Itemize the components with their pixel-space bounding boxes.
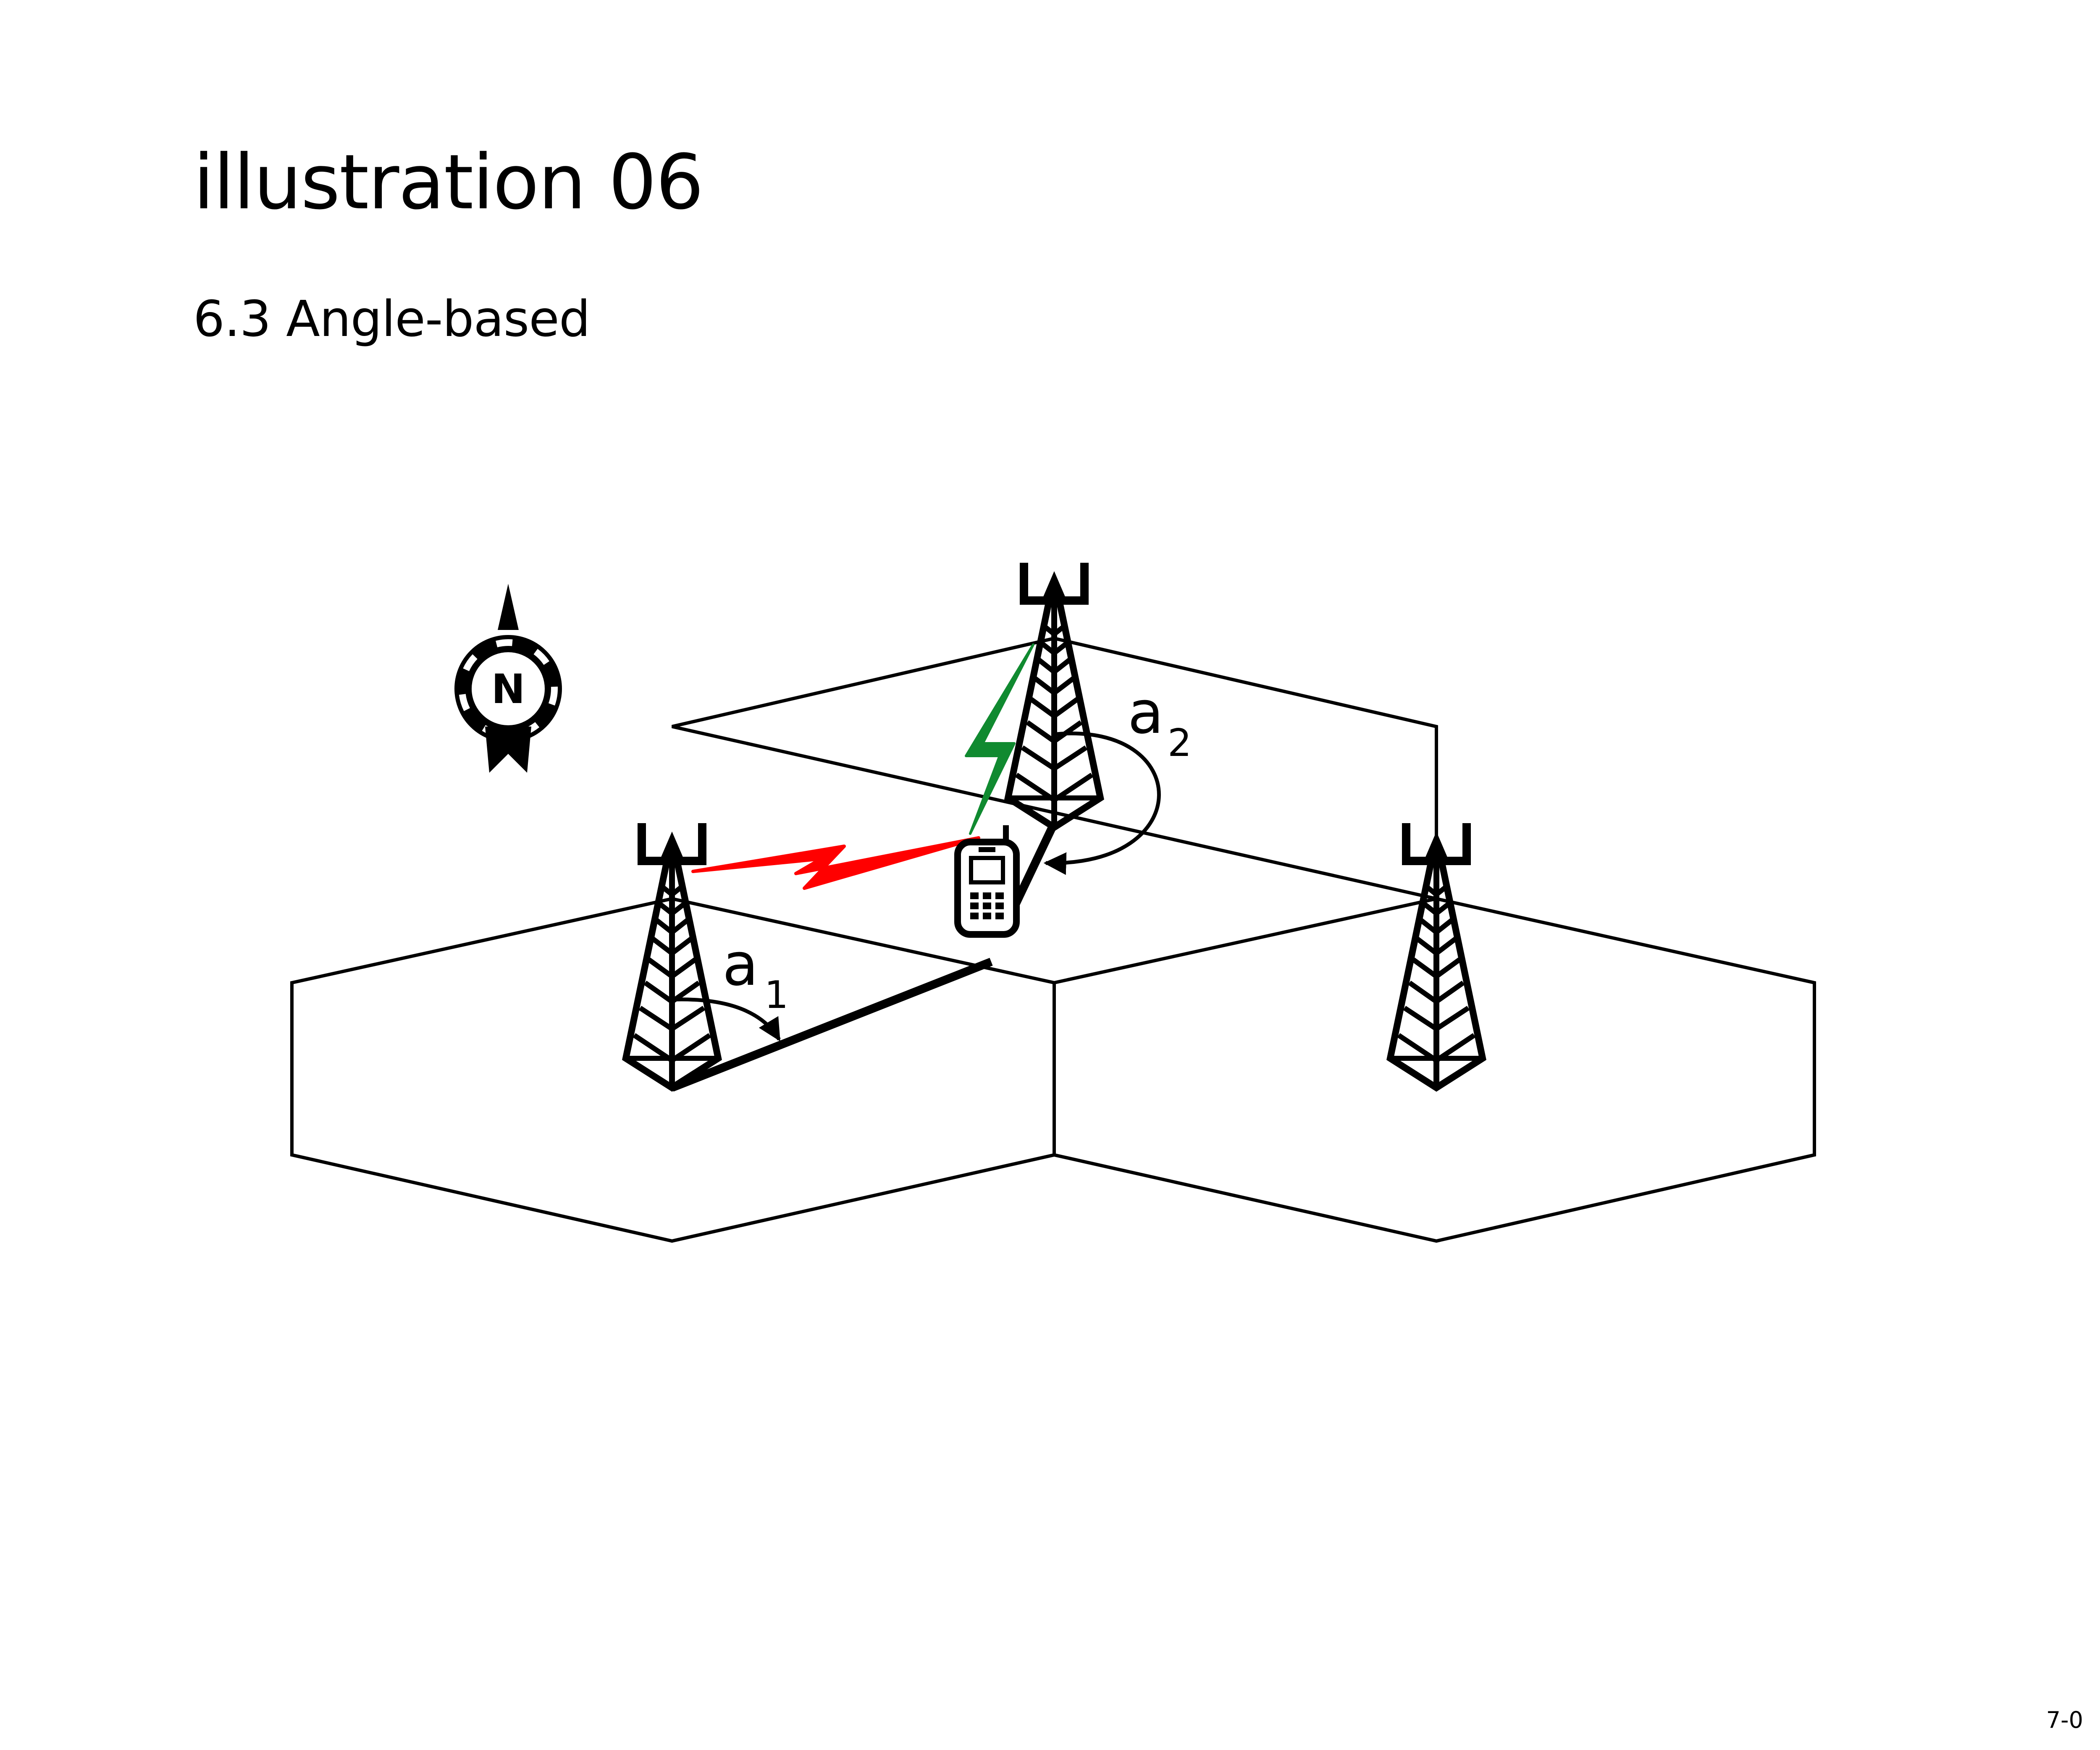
mobile-phone-icon bbox=[954, 825, 1020, 938]
page-title: illustration 06 bbox=[193, 139, 704, 226]
north-compass-icon: N bbox=[454, 584, 562, 773]
angle-label-a2: a bbox=[1128, 679, 1164, 747]
angle-label-a1: a bbox=[722, 931, 759, 999]
red-signal-bolt bbox=[691, 836, 980, 890]
bearing-line-1 bbox=[670, 958, 993, 1092]
cell-tower-icon bbox=[1390, 823, 1483, 1088]
page-number: 7-0 bbox=[2046, 1707, 2083, 1733]
angle-subscript-1: 1 bbox=[764, 973, 788, 1017]
cell-tower-icon bbox=[626, 823, 718, 1088]
cell-tower-icon bbox=[1008, 563, 1100, 827]
angle-arc-2 bbox=[1043, 731, 1161, 875]
page-subtitle: 6.3 Angle-based bbox=[193, 290, 591, 348]
top-hexagon-cell bbox=[672, 636, 1438, 901]
angle-arc-1 bbox=[674, 997, 781, 1042]
green-signal-bolt bbox=[965, 643, 1034, 835]
angle-subscript-2: 2 bbox=[1168, 721, 1192, 765]
compass-letter: N bbox=[491, 666, 525, 713]
